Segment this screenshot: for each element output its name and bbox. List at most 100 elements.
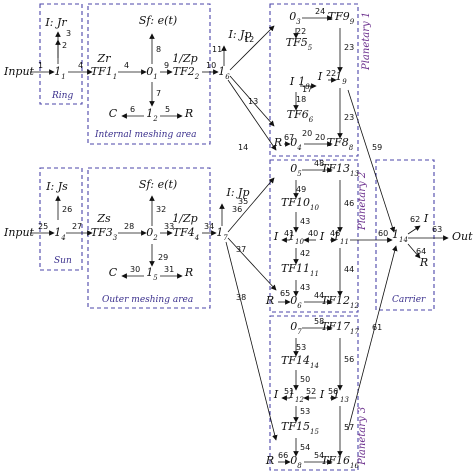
node-p3-I2: I — [319, 388, 325, 401]
bond-number: 54 — [300, 443, 310, 452]
bond-number: 66 — [278, 451, 288, 460]
bond-number: 57 — [344, 423, 354, 432]
node-one7: 17 — [216, 226, 228, 242]
bond-number: 32 — [156, 205, 166, 214]
node-sun-I: I: Js — [45, 180, 68, 193]
node-c-bot: C — [109, 266, 118, 279]
node-out: Out — [452, 230, 473, 243]
node-p3-112: 112 — [288, 388, 304, 404]
bond-number: 54 — [314, 451, 324, 460]
node-p2-tf12: TF1212 — [321, 294, 359, 310]
bond-number: 2 — [62, 41, 67, 50]
node-ring-1: 11 — [54, 65, 65, 81]
planetary-3-caption: Planetary 3 — [357, 407, 368, 466]
bond-number: 51 — [284, 387, 294, 396]
node-p1-04: 04 — [290, 136, 301, 152]
bond-number: 4 — [78, 61, 83, 70]
node-p3-R: R — [265, 454, 274, 467]
bond-number: 60 — [378, 229, 388, 238]
node-p2-110: 110 — [288, 230, 304, 246]
bond-line — [407, 243, 421, 259]
bond-number: 61 — [372, 323, 382, 332]
bond-number: 18 — [296, 95, 306, 104]
bond-number: 3 — [66, 29, 71, 38]
node-p2-06: 06 — [290, 294, 302, 310]
node-p1-R: R — [273, 136, 282, 149]
bond-line — [407, 225, 421, 235]
node-c-R: R — [419, 256, 428, 269]
node-p1-tf9: TF99 — [328, 10, 355, 26]
bond-number: 50 — [300, 375, 310, 384]
bond-number: 24 — [315, 7, 325, 16]
bond-number: 46 — [330, 229, 340, 238]
node-zero2: 02 — [146, 226, 158, 242]
node-p2-R: R — [265, 294, 274, 307]
carrier-caption: Carrier — [392, 295, 426, 305]
node-sun-4: 14 — [54, 226, 65, 242]
bond-number: 44 — [344, 265, 354, 274]
bond-number: 26 — [62, 205, 72, 214]
bond-number: 43 — [300, 217, 310, 226]
node-zero1: 01 — [146, 65, 157, 81]
node-zs: Zs — [96, 212, 111, 225]
node-p3-tf15: TF1515 — [281, 420, 319, 436]
bond-number: 35 — [238, 197, 248, 206]
node-p3-tf14: TF1414 — [281, 354, 319, 370]
node-zp-top: 1/Zp — [172, 52, 197, 65]
bond-number: 62 — [410, 215, 420, 224]
planetary-1-box — [269, 3, 359, 157]
node-one5: 15 — [146, 266, 158, 282]
node-tf2: TF22 — [173, 65, 200, 81]
bond-number: 6 — [130, 105, 135, 114]
bond-number: 53 — [296, 343, 306, 352]
bond-number: 28 — [124, 222, 134, 231]
node-p1-03: 03 — [289, 10, 301, 26]
node-input-top: Input — [3, 65, 35, 78]
carrier-box — [375, 159, 435, 311]
bond-number: 17 — [302, 85, 312, 94]
node-ring-I: I: Jr — [44, 16, 67, 29]
bond-line — [227, 237, 277, 291]
node-r-bot: R — [184, 266, 193, 279]
bond-number: 25 — [38, 222, 48, 231]
bond-number: 59 — [372, 143, 382, 152]
bond-number: 14 — [238, 143, 248, 152]
bond-number: 23 — [344, 43, 354, 52]
bond-number: 49 — [296, 185, 306, 194]
node-p1-19: 19 — [335, 70, 347, 86]
ring-caption: Ring — [51, 91, 73, 101]
bond-number: 37 — [236, 245, 246, 254]
bond-number: 42 — [300, 249, 310, 258]
bond-number: 23 — [344, 113, 354, 122]
outer-meshing-caption: Outer meshing area — [102, 295, 193, 305]
node-p1-tf8: TF88 — [327, 136, 354, 152]
ring-box — [39, 3, 83, 105]
node-p1-I1: I — [289, 75, 295, 88]
bond-number: 12 — [244, 35, 254, 44]
bond-number: 8 — [156, 45, 161, 54]
bond-number: 63 — [432, 225, 442, 234]
node-p3-08: 08 — [290, 454, 302, 470]
node-p2-I1: I — [273, 230, 279, 243]
planetary-2-caption: Planetary 2 — [357, 172, 368, 231]
bond-line — [347, 245, 398, 431]
node-c-I: I — [423, 212, 429, 225]
node-p2-05: 05 — [290, 162, 302, 178]
bond-line — [229, 75, 275, 127]
node-one2: 12 — [146, 107, 158, 123]
bond-number: 9 — [164, 61, 169, 70]
bond-number: 64 — [416, 247, 426, 256]
bond-number: 38 — [236, 293, 246, 302]
node-sf-top: Sf: e(t) — [139, 14, 177, 27]
node-ip-top: I: Jp — [228, 28, 252, 41]
node-p2-tf10: TF1010 — [281, 196, 319, 212]
node-p3-113: 113 — [333, 388, 349, 404]
bond-number: 44 — [314, 291, 324, 300]
node-sf-bot: Sf: e(t) — [139, 178, 177, 191]
node-one6: 16 — [218, 65, 230, 81]
bond-line — [227, 177, 275, 233]
bond-number: 31 — [164, 265, 174, 274]
bond-line — [347, 89, 396, 233]
bond-number: 41 — [284, 229, 294, 238]
